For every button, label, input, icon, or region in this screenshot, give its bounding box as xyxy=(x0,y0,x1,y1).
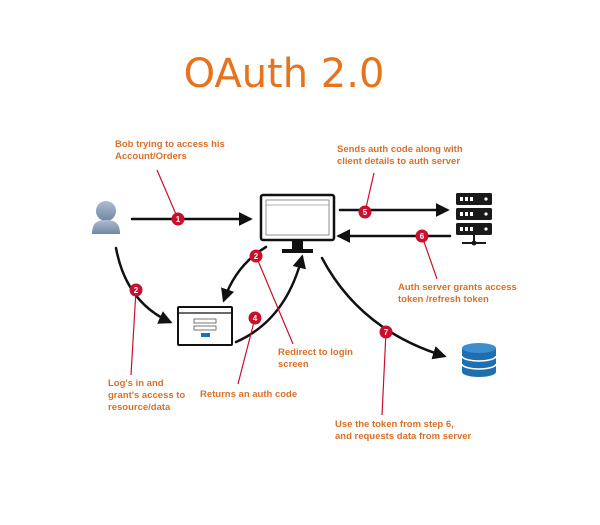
server-rack-icon xyxy=(456,193,492,246)
flow-arrow-4 xyxy=(234,254,306,344)
step-badge: 5 xyxy=(358,205,372,219)
flow-arrow-7 xyxy=(320,256,447,360)
callout-line-2-redirect xyxy=(255,255,294,345)
svg-text:4: 4 xyxy=(253,314,258,323)
step-4-annotation: Returns an auth code xyxy=(200,389,297,400)
svg-text:1: 1 xyxy=(176,215,181,224)
callout-line-1 xyxy=(156,169,179,220)
step-7-annotation: Use the token from step 6, and requests … xyxy=(335,419,472,442)
svg-text:6: 6 xyxy=(420,232,425,241)
step-badge: 4 xyxy=(248,311,262,325)
step-badge: 6 xyxy=(415,229,429,243)
flow-arrow-2-login xyxy=(114,246,173,324)
step-badge: 7 xyxy=(379,325,393,339)
svg-text:5: 5 xyxy=(363,208,368,217)
page-title: OAuth 2.0 xyxy=(184,51,385,97)
step-badge: 1 xyxy=(171,212,185,226)
callout-line-5 xyxy=(364,172,375,213)
step-badge: 2 xyxy=(249,249,263,263)
callout-line-7 xyxy=(381,331,387,416)
callout-line-6 xyxy=(421,235,438,280)
flow-arrow-2-redirect xyxy=(221,245,268,303)
step-2-login-annotation: Log's in and grant's access to resource/… xyxy=(108,378,188,413)
monitor-icon xyxy=(259,193,336,253)
database-icon xyxy=(461,343,497,377)
svg-text:7: 7 xyxy=(384,328,389,337)
callout-line-2-login xyxy=(130,289,137,376)
step-badge: 2 xyxy=(129,283,143,297)
svg-text:2: 2 xyxy=(254,252,259,261)
step-6-annotation: Auth server grants access token /refresh… xyxy=(398,282,519,305)
step-1-annotation: Bob trying to access his Account/Orders xyxy=(115,139,227,162)
login-window-icon xyxy=(177,306,233,346)
step-5-annotation: Sends auth code along with client detail… xyxy=(337,144,465,167)
step-2-redirect-annotation: Redirect to login screen xyxy=(278,347,356,370)
callout-line-4 xyxy=(237,317,256,385)
user-icon xyxy=(92,201,120,234)
svg-text:2: 2 xyxy=(134,286,139,295)
